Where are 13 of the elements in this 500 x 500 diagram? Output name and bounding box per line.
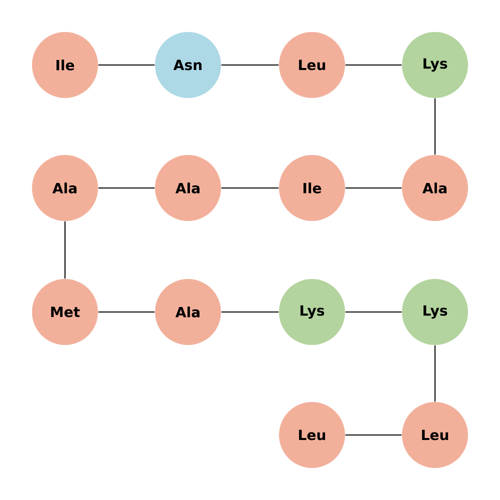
connector-line <box>221 64 279 66</box>
connector-line <box>434 98 436 155</box>
connector-line <box>345 311 402 313</box>
connector-line <box>345 434 402 436</box>
connector-line <box>98 187 155 189</box>
connector-line <box>345 187 402 189</box>
connector-line <box>64 221 66 279</box>
connector-line <box>434 345 436 402</box>
connector-line <box>98 64 155 66</box>
connector-line <box>221 187 279 189</box>
connector-line <box>221 311 279 313</box>
connector-line <box>98 311 155 313</box>
connector-line <box>345 64 402 66</box>
